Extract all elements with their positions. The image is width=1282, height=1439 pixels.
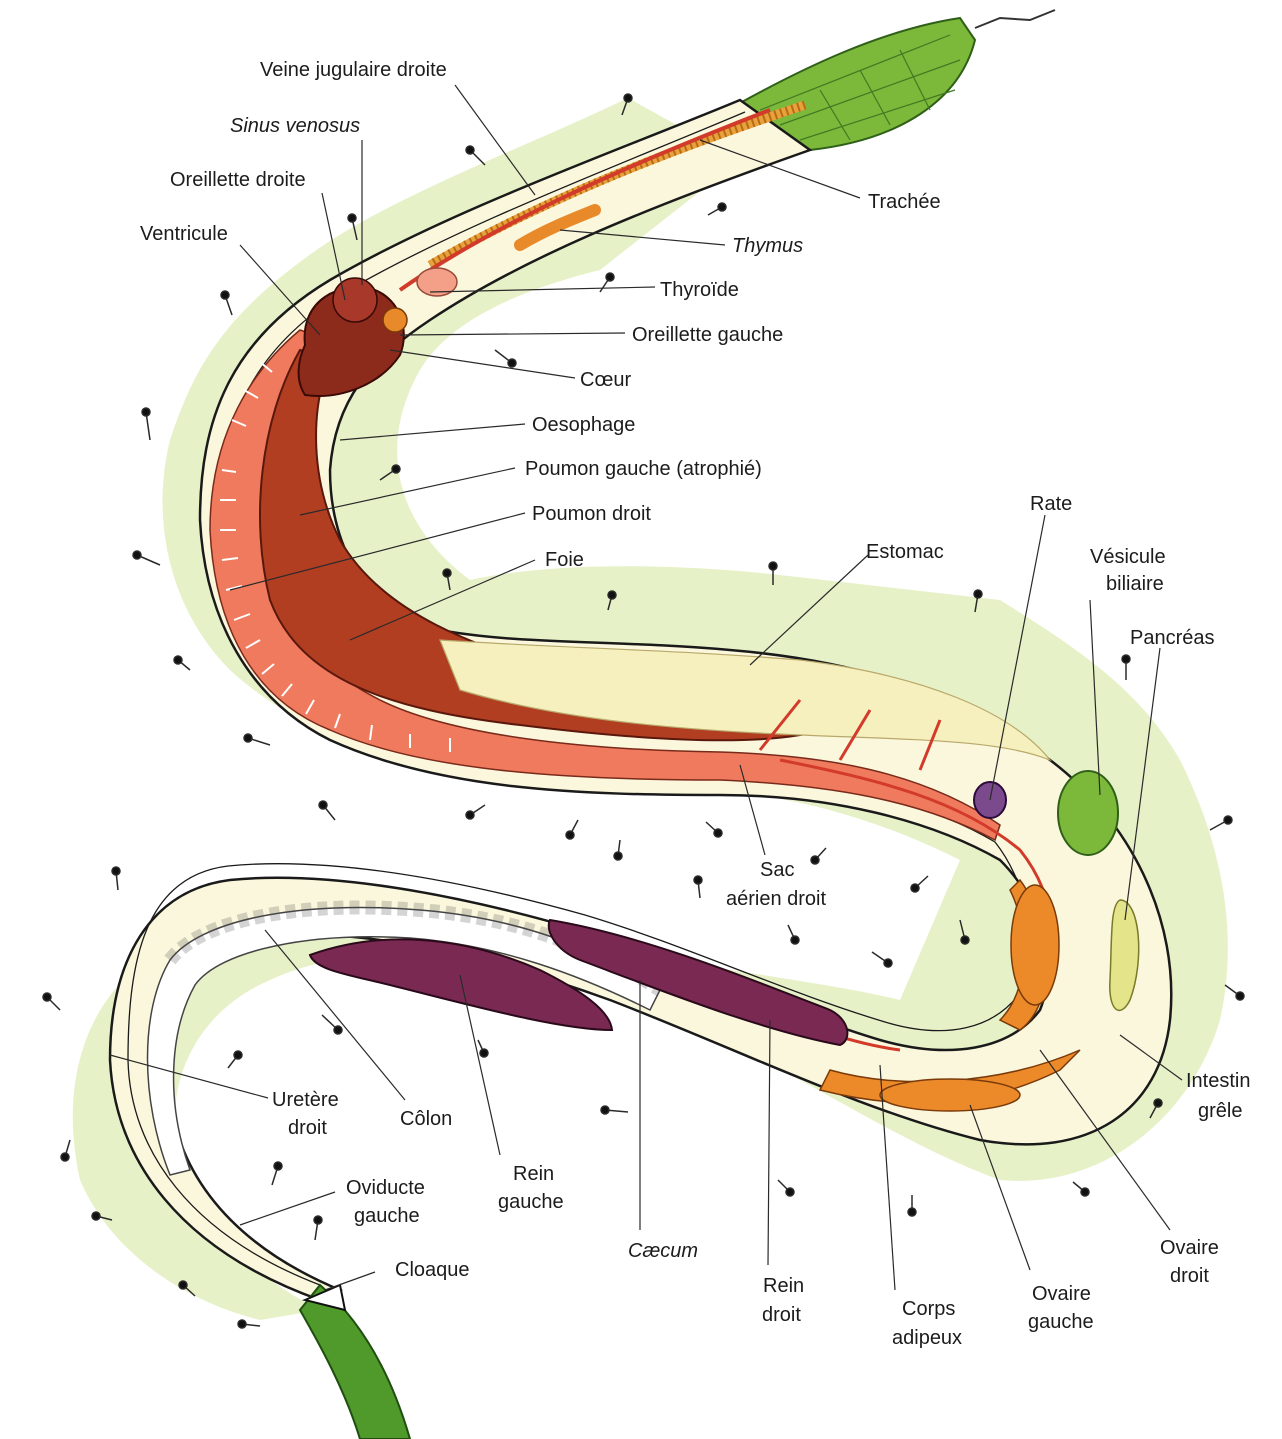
label-ventricule: Ventricule [140, 223, 228, 245]
label-uretere-2: droit [288, 1117, 327, 1139]
snake-tail [300, 1285, 410, 1439]
label-cloaque: Cloaque [395, 1259, 470, 1281]
label-sac-1: Sac [760, 859, 794, 881]
label-poumon-gauche: Poumon gauche (atrophié) [525, 458, 762, 480]
label-corps-1: Corps [902, 1298, 955, 1320]
label-ovaire-droit-2: droit [1170, 1265, 1209, 1287]
label-pancreas: Pancréas [1130, 627, 1215, 649]
label-veine-jugulaire: Veine jugulaire droite [260, 59, 447, 81]
label-trachee: Trachée [868, 191, 941, 213]
label-rein-droit-1: Rein [763, 1275, 804, 1297]
label-coeur: Cœur [580, 369, 631, 391]
label-colon: Côlon [400, 1108, 452, 1130]
label-vesicule-2: biliaire [1106, 573, 1164, 595]
label-uretere-1: Uretère [272, 1089, 339, 1111]
label-rate: Rate [1030, 493, 1072, 515]
left-ovary [880, 1079, 1020, 1111]
label-sac-2: aérien droit [726, 888, 827, 910]
label-ovaire-gauche-1: Ovaire [1032, 1283, 1091, 1305]
label-sinus-venosus: Sinus venosus [230, 115, 360, 137]
label-oviducte-2: gauche [354, 1205, 420, 1227]
label-poumon-droit: Poumon droit [532, 503, 651, 525]
label-intestin-1: Intestin [1186, 1070, 1250, 1092]
label-vesicule-1: Vésicule [1090, 546, 1166, 568]
label-intestin-2: grêle [1198, 1100, 1242, 1122]
label-ovaire-droit-1: Ovaire [1160, 1237, 1219, 1259]
label-rein-gauche-1: Rein [513, 1163, 554, 1185]
label-ovaire-gauche-2: gauche [1028, 1311, 1094, 1333]
label-oesophage: Oesophage [532, 414, 635, 436]
label-thymus: Thymus [732, 235, 803, 257]
label-foie: Foie [545, 549, 584, 571]
right-ovary [1011, 885, 1059, 1005]
gallbladder [1058, 771, 1118, 855]
label-oreillette-gauche: Oreillette gauche [632, 324, 783, 346]
label-oviducte-1: Oviducte [346, 1177, 425, 1199]
snake-head [740, 10, 1055, 150]
label-rein-droit-2: droit [762, 1304, 801, 1326]
label-estomac: Estomac [866, 541, 944, 563]
label-caecum: Cæcum [628, 1240, 698, 1262]
label-rein-gauche-2: gauche [498, 1191, 564, 1213]
label-corps-2: adipeux [892, 1327, 962, 1349]
label-thyroide: Thyroïde [660, 279, 739, 301]
label-oreillette-droite: Oreillette droite [170, 169, 306, 191]
